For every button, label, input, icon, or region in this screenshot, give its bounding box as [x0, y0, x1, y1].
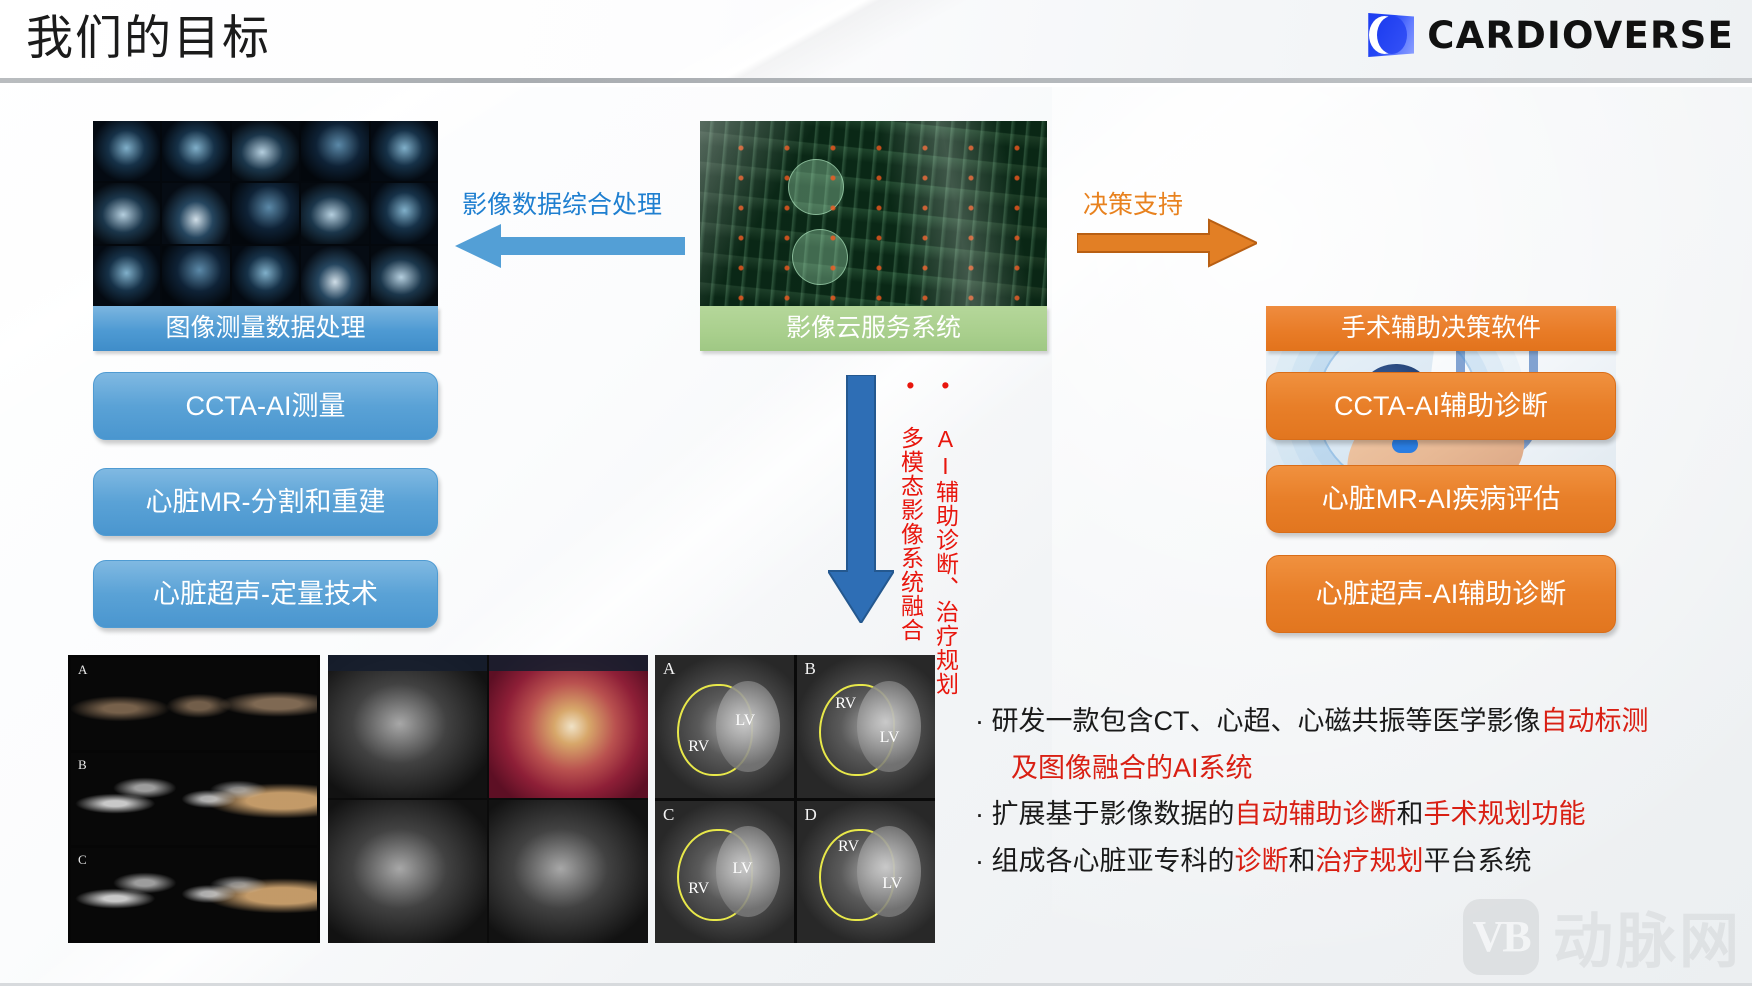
- watermark-logo-icon: VB: [1463, 898, 1539, 975]
- bullet-line-3: · 扩展基于影像数据的自动辅助诊断和手术规划功能: [975, 793, 1745, 836]
- bullet-line-2: 及图像融合的AI系统: [975, 747, 1745, 790]
- left-item-echo[interactable]: 心脏超声-定量技术: [93, 560, 438, 628]
- right-column-caption: 手术辅助决策软件: [1266, 306, 1616, 351]
- left-arrow-icon: [455, 224, 685, 268]
- bullet-segment-1: 扩展基于影像数据的: [991, 799, 1235, 830]
- server-room-image: [700, 121, 1047, 306]
- watermark: VB 动脉网: [1463, 893, 1742, 980]
- right-item-ccta-ai-dx[interactable]: CCTA-AI辅助诊断: [1266, 372, 1616, 440]
- bullet-segment-5: 平台系统: [1423, 845, 1532, 876]
- goal-bullet-list: · 研发一款包含CT、心超、心磁共振等医学影像自动标测及图像融合的AI系统 · 扩…: [975, 700, 1745, 887]
- mr-panel-a: A RV LV: [655, 655, 794, 798]
- mr-label-lv-c: LV: [732, 860, 753, 878]
- vertical-note-ai-diagnosis: • AI辅助诊断、治疗规划: [932, 372, 959, 696]
- down-arrow-icon: [828, 375, 894, 623]
- bullet-marker: ·: [975, 706, 992, 736]
- right-item-echo-ai-dx[interactable]: 心脏超声-AI辅助诊断: [1266, 555, 1616, 633]
- bullet-segment-3: 和: [1288, 845, 1316, 876]
- radiology-mosaic-image: [93, 121, 438, 306]
- mr-label-lv-a: LV: [735, 712, 756, 729]
- mr-panel-b: B RV LV: [796, 655, 935, 798]
- mr-panel-d-label: D: [804, 804, 817, 824]
- center-column-caption: 影像云服务系统: [700, 306, 1047, 351]
- echo-panel-a: A: [71, 658, 317, 750]
- mr-label-rv-c: RV: [688, 880, 710, 898]
- mr-label-lv-d: LV: [882, 874, 903, 892]
- mr-label-rv-b: RV: [835, 694, 857, 712]
- watermark-text: 动脉网: [1553, 908, 1742, 975]
- cardioverse-c-mark-icon: [1368, 13, 1415, 57]
- left-item-cardiac-mr[interactable]: 心脏MR-分割和重建: [93, 468, 438, 536]
- bullet-marker: ·: [975, 799, 992, 830]
- echo-panel-b: B: [71, 753, 317, 845]
- mr-panel-b-label: B: [804, 659, 816, 678]
- mr-panel-a-label: A: [663, 659, 676, 678]
- bullet-segment-4: 治疗规划: [1315, 845, 1424, 876]
- right-item-mr-ai-eval[interactable]: 心脏MR-AI疾病评估: [1266, 465, 1616, 533]
- echocardiography-panel: A B C: [68, 655, 320, 943]
- brand-logo: CARDIOVERSE: [1368, 13, 1734, 57]
- page-title: 我们的目标: [26, 11, 271, 64]
- mr-label-rv-a: RV: [688, 737, 710, 755]
- bullet-marker: ·: [975, 845, 992, 876]
- ct-view-axial-right: [489, 800, 648, 943]
- echo-panel-c: C: [71, 848, 317, 940]
- right-arrow-label: 决策支持: [1083, 191, 1184, 219]
- bullet-segment-2: 自动标测: [1540, 706, 1649, 736]
- mr-panel-c-label: C: [663, 804, 675, 824]
- bullet-segment-2: 自动辅助诊断: [1234, 799, 1397, 830]
- slide-header: [0, 0, 1752, 78]
- header-divider: [0, 78, 1752, 83]
- left-column-caption: 图像测量数据处理: [93, 306, 438, 351]
- bullet-segment-1: 及图像融合的AI系统: [1011, 752, 1253, 783]
- bullet-segment-2: 诊断: [1234, 845, 1289, 876]
- mr-panel-c: C RV LV: [655, 800, 794, 943]
- bullet-line-1: · 研发一款包含CT、心超、心磁共振等医学影像自动标测: [975, 700, 1745, 743]
- ct-view-vr: [489, 655, 648, 798]
- bullet-segment-3: 和: [1396, 799, 1424, 830]
- bullet-segment-4: 手术规划功能: [1423, 799, 1586, 830]
- vertical-note-multimodal: • 多模态影像系统融合: [897, 372, 924, 642]
- bullet-segment-1: 研发一款包含CT、心超、心磁共振等医学影像: [991, 706, 1541, 736]
- header-divider-inner: [0, 83, 1752, 87]
- mr-label-lv-b: LV: [879, 729, 900, 747]
- mr-label-rv-d: RV: [838, 837, 859, 855]
- left-item-ccta-ai[interactable]: CCTA-AI测量: [93, 372, 438, 440]
- footer-divider: [0, 983, 1752, 986]
- ct-view-axial-left: [328, 800, 487, 943]
- ct-angiography-panel: [328, 655, 648, 943]
- mr-panel-d: D RV LV: [796, 800, 935, 943]
- bullet-segment-1: 组成各心脏亚专科的: [991, 845, 1235, 876]
- right-arrow-icon: [1077, 218, 1257, 268]
- brand-name: CARDIOVERSE: [1427, 13, 1734, 57]
- ct-view-cpr: [328, 655, 487, 798]
- bullet-line-4: · 组成各心脏亚专科的诊断和治疗规划平台系统: [975, 840, 1745, 883]
- left-arrow-label: 影像数据综合处理: [462, 191, 663, 219]
- cardiac-mr-panel: A RV LV B RV LV C RV LV D RV LV: [655, 655, 935, 943]
